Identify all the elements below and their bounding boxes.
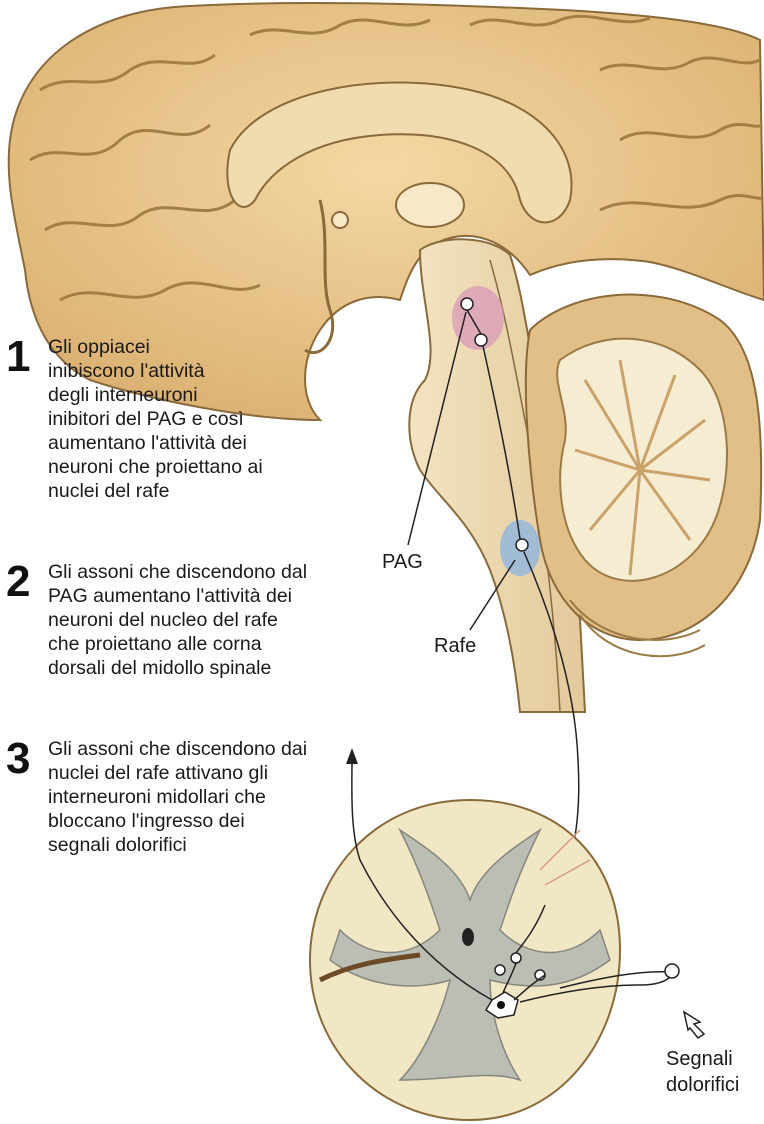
raphe-neuron: [516, 539, 528, 551]
pain-signals-label: Segnali dolorifici: [666, 1046, 739, 1098]
step-2-number: 2: [6, 560, 30, 604]
step-1-number: 1: [6, 335, 30, 379]
raphe-region: [500, 520, 540, 576]
step-3-number: 3: [6, 737, 30, 781]
ascending-arrow-head: [346, 748, 358, 764]
dorsal-root-ganglion: [665, 964, 679, 978]
pag-region: [452, 286, 504, 350]
step-1-text: Gli oppiacei inibiscono l'attività degli…: [48, 335, 338, 503]
step-3-text: Gli assoni che discendono dai nuclei del…: [48, 737, 338, 857]
step-2-text: Gli assoni che discendono dal PAG aument…: [48, 560, 338, 680]
rafe-label: Rafe: [434, 635, 476, 658]
pag-label: PAG: [382, 551, 423, 574]
pag-interneuron: [461, 298, 473, 310]
pag-projection-neuron: [475, 334, 487, 346]
pain-input-arrow-icon: [684, 1012, 704, 1038]
